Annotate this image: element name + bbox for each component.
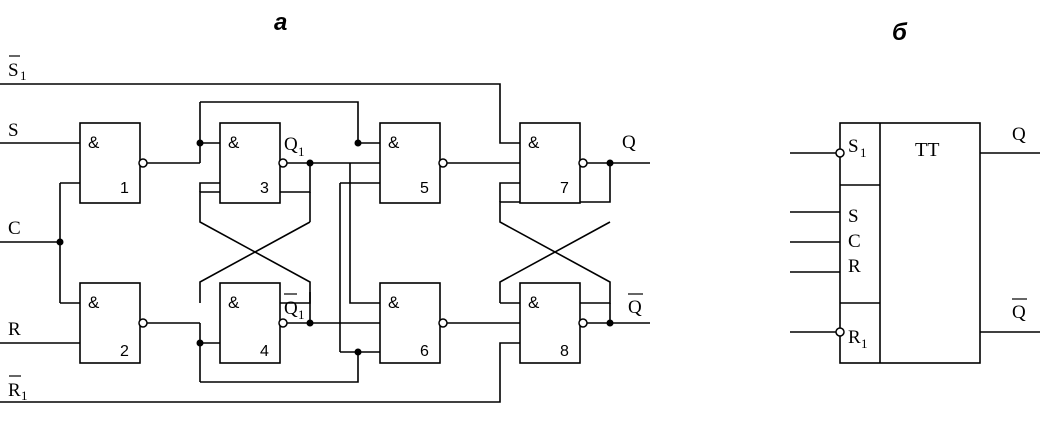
svg-text:1: 1: [298, 307, 305, 322]
svg-text:1: 1: [298, 144, 305, 159]
gate-2: & 2: [79, 282, 148, 364]
svg-text:R: R: [848, 327, 861, 348]
svg-text:Q: Q: [628, 297, 642, 318]
input-c-label: C: [8, 218, 21, 239]
svg-text:1: 1: [120, 180, 129, 197]
svg-text:3: 3: [260, 180, 269, 197]
svg-text:&: &: [88, 133, 100, 152]
gate-7: & 7: [519, 122, 588, 204]
gate-3: & 3: [219, 122, 288, 204]
output-q-label: Q: [622, 132, 636, 153]
svg-text:2: 2: [120, 343, 129, 360]
tt-c-label: C: [848, 231, 861, 252]
svg-text:&: &: [228, 293, 240, 312]
svg-text:5: 5: [420, 180, 429, 197]
svg-text:S: S: [8, 60, 19, 81]
svg-text:7: 7: [560, 180, 569, 197]
svg-text:S: S: [848, 136, 859, 157]
diagram-b-title: б: [892, 19, 908, 46]
svg-text:&: &: [528, 293, 540, 312]
tt-s-label: S: [848, 206, 859, 227]
tt-block: TT: [839, 122, 981, 364]
svg-text:1: 1: [21, 388, 28, 403]
svg-text:4: 4: [260, 343, 269, 360]
input-r-label: R: [8, 319, 21, 340]
svg-text:&: &: [388, 133, 400, 152]
svg-text:R: R: [8, 380, 21, 401]
svg-text:&: &: [528, 133, 540, 152]
gate-8: & 8: [519, 282, 588, 364]
gate-6: & 6: [379, 282, 448, 364]
gate-4: & 4: [219, 282, 288, 364]
tt-output-q-bar-label: Q: [1012, 298, 1027, 323]
tt-r-label: R: [848, 256, 861, 277]
block-label: TT: [915, 139, 939, 161]
gate-5: & 5: [379, 122, 448, 204]
tt-input-wires: [790, 148, 1040, 337]
tt-output-q-label: Q: [1012, 124, 1026, 145]
svg-text:1: 1: [20, 68, 27, 83]
svg-text:8: 8: [560, 343, 569, 360]
svg-text:Q: Q: [1012, 302, 1026, 323]
svg-text:&: &: [88, 293, 100, 312]
gate-1: & 1: [79, 122, 148, 204]
input-r1-bar-label: R 1: [8, 375, 28, 403]
wires: [0, 83, 650, 403]
diagram-a-title: a: [274, 9, 287, 36]
svg-text:Q: Q: [284, 298, 298, 319]
junction-dots: [56, 139, 614, 356]
input-s-label: S: [8, 120, 19, 141]
output-q-bar-label: Q: [628, 293, 643, 318]
q1-bar-label: Q 1: [284, 293, 305, 322]
svg-text:Q: Q: [284, 134, 298, 155]
tt-r1-label: R 1: [848, 327, 868, 351]
svg-text:1: 1: [860, 145, 867, 160]
q1-label: Q 1: [284, 134, 305, 159]
tt-s1-label: S 1: [848, 136, 867, 160]
svg-text:1: 1: [861, 336, 868, 351]
input-s1-bar-label: S 1: [8, 55, 27, 83]
svg-text:&: &: [388, 293, 400, 312]
svg-text:6: 6: [420, 343, 429, 360]
svg-text:&: &: [228, 133, 240, 152]
